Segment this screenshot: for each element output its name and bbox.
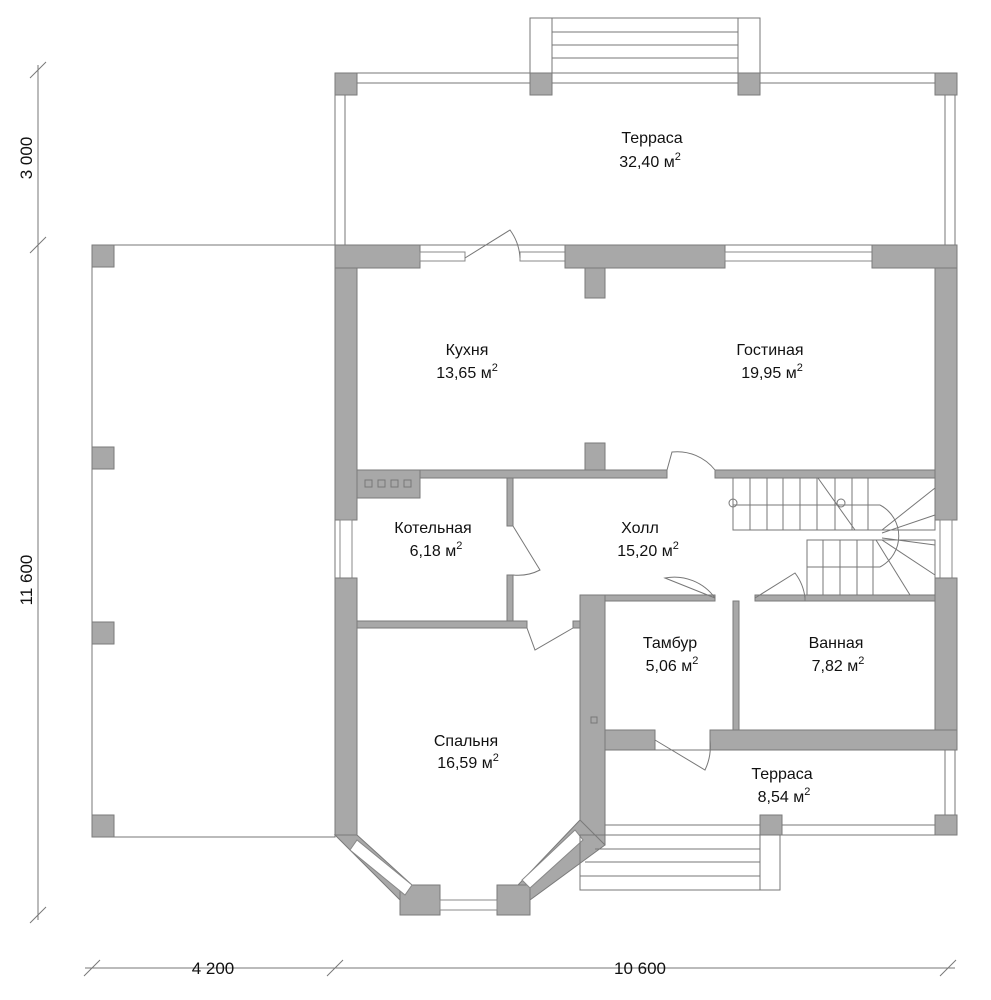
room-labels: Терраса 32,40 м2 Кухня 13,65 м2 Гостиная… [394, 130, 864, 806]
room-hall-name: Холл [621, 520, 659, 537]
room-boiler-name: Котельная [394, 520, 471, 537]
room-vestibule-area: 5,06 м2 [646, 655, 699, 675]
dim-left-total: 11 600 [17, 555, 36, 606]
bottom-terrace [579, 749, 958, 891]
carport [91, 244, 336, 838]
room-bedroom-name: Спальня [434, 733, 498, 750]
room-terrace-top-name: Терраса [621, 130, 682, 147]
room-living-area: 19,95 м2 [741, 362, 803, 382]
room-hall-area: 15,20 м2 [617, 540, 679, 560]
dim-bottom-total: 10 600 [614, 959, 666, 978]
room-terrace-bottom-area: 8,54 м2 [758, 786, 811, 806]
room-bathroom-name: Ванная [809, 635, 864, 652]
doors [464, 229, 806, 771]
walls [333, 244, 958, 916]
room-terrace-top-area: 32,40 м2 [619, 151, 681, 171]
room-kitchen-name: Кухня [446, 342, 489, 359]
dimension-lines: 3 000 11 600 4 200 10 600 [17, 61, 957, 978]
room-terrace-bottom-name: Терраса [751, 766, 812, 783]
dim-bottom-left: 4 200 [192, 959, 235, 978]
dim-left-top: 3 000 [17, 137, 36, 180]
room-bedroom-area: 16,59 м2 [437, 752, 499, 772]
room-kitchen-area: 13,65 м2 [436, 362, 498, 382]
room-boiler-area: 6,18 м2 [410, 540, 463, 560]
staircase [728, 477, 936, 596]
top-terrace [334, 17, 958, 246]
room-living-name: Гостиная [736, 342, 803, 359]
room-vestibule-name: Тамбур [643, 635, 697, 652]
room-bathroom-area: 7,82 м2 [812, 655, 865, 675]
